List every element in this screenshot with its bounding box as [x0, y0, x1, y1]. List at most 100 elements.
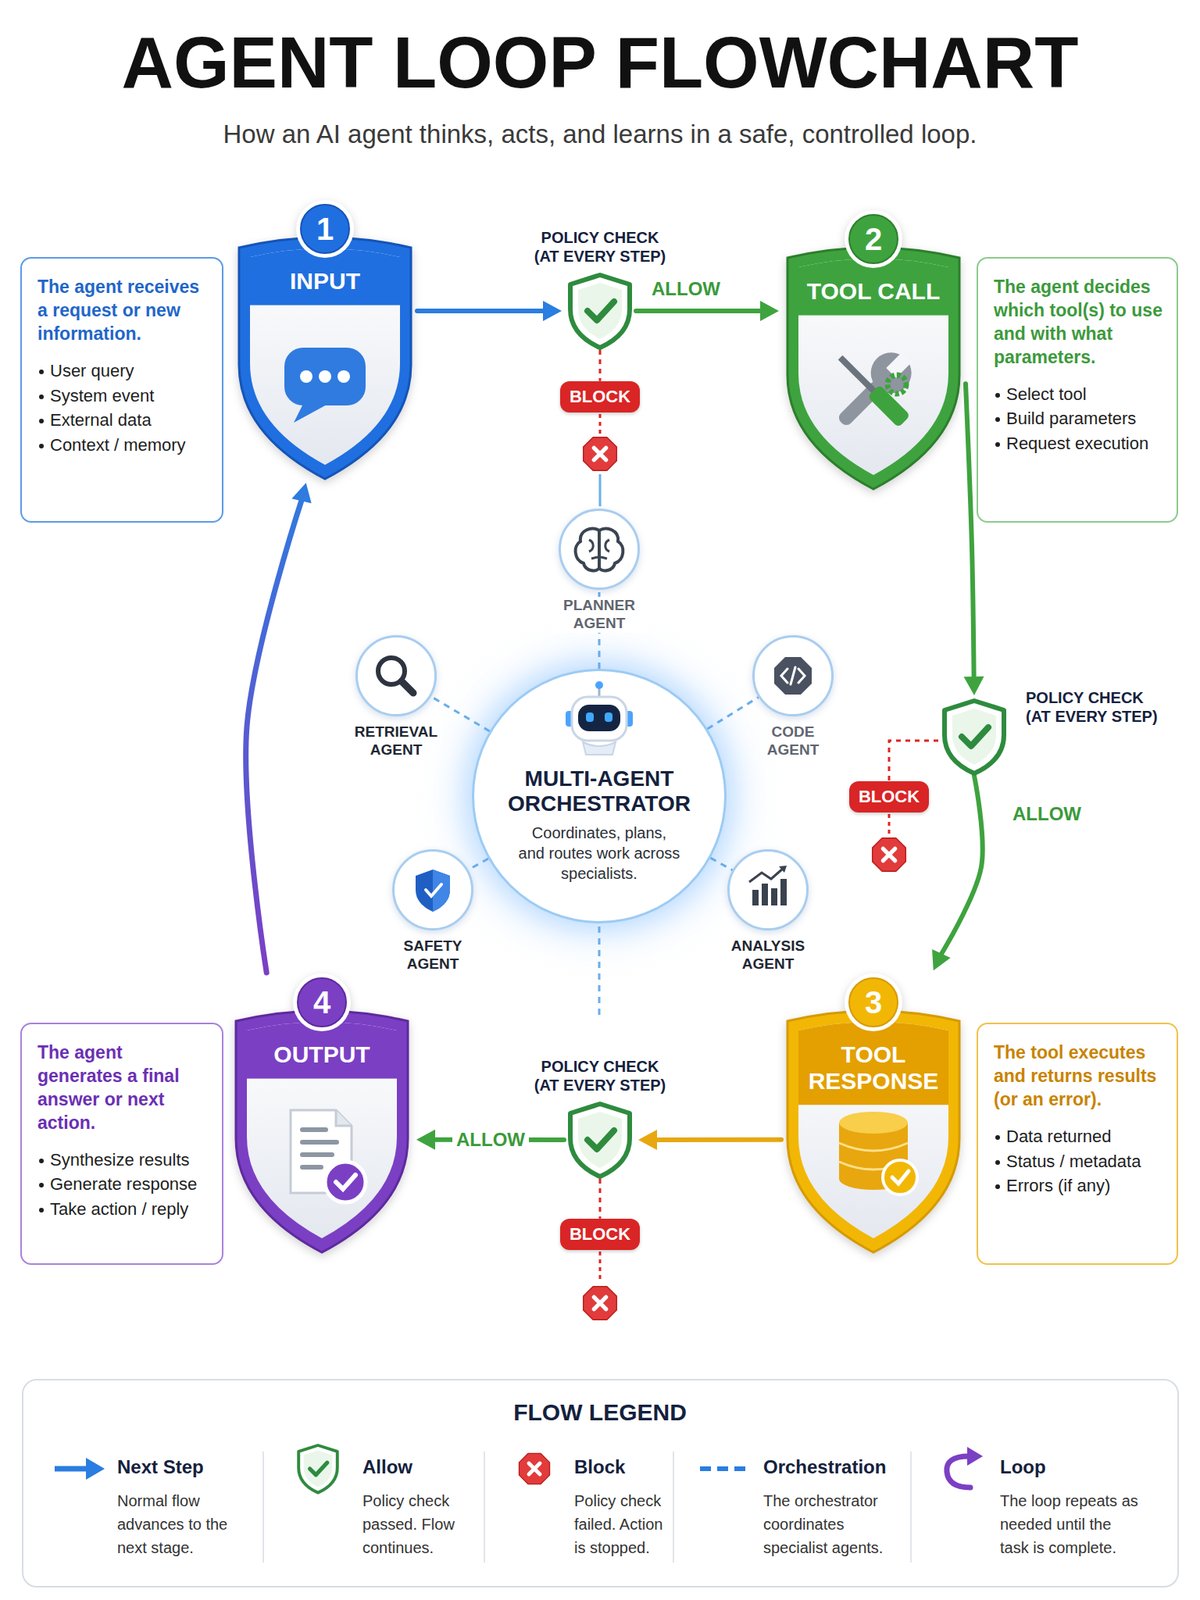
document-line	[300, 1127, 329, 1133]
agent-glyph	[575, 528, 624, 572]
document-line	[300, 1164, 324, 1170]
bullet-item: Generate response	[37, 1171, 210, 1197]
step-title: TOOL CALL	[801, 278, 946, 305]
legend-label: Allow	[362, 1456, 413, 1478]
badge-ring	[844, 210, 903, 268]
chart-bar	[771, 888, 778, 906]
chat-dot	[318, 370, 332, 383]
wrench	[827, 342, 923, 438]
arrow-head	[932, 949, 951, 971]
robot-head	[571, 696, 627, 741]
agent-icon	[727, 849, 809, 931]
badge-ring	[296, 200, 354, 258]
legend-arrow-head	[85, 1457, 105, 1480]
connector	[417, 300, 562, 322]
description-heading: The agent receives a request or new info…	[37, 275, 210, 347]
legend-entry: Allow	[362, 1456, 413, 1479]
description-box: The agent decides which tool(s) to use a…	[976, 257, 1179, 523]
chat-tail	[293, 400, 329, 423]
agent-label: CODE AGENT	[745, 723, 841, 760]
agent-icon	[392, 849, 474, 931]
connector-line	[710, 857, 733, 871]
connector-line	[246, 497, 303, 973]
connector-line	[707, 696, 758, 729]
bullet-item: Context / memory	[37, 432, 210, 458]
connector	[932, 775, 983, 971]
chart-trend	[749, 867, 784, 883]
planner-link	[599, 474, 602, 507]
brain-lobe	[575, 528, 600, 572]
edge-label: ALLOW	[452, 1128, 529, 1152]
diagram-caption: How an AI agent thinks, acts, and learns…	[0, 118, 1200, 150]
step-title: OUTPUT	[250, 1041, 394, 1068]
block-badge: BLOCK	[849, 781, 929, 813]
step-number: 1	[298, 202, 352, 256]
policy-check: POLICY CHECK (AT EVERY STEP)	[938, 697, 1011, 776]
chat-dot	[337, 370, 350, 383]
agent-label: PLANNER AGENT	[551, 596, 647, 633]
connector-line	[635, 308, 764, 314]
step-title: INPUT	[253, 267, 397, 295]
policy-shield-shape	[570, 1103, 630, 1177]
diagram-title: AGENT LOOP FLOWCHART	[0, 23, 1200, 103]
connector-line	[417, 308, 547, 314]
legend-arrow-line	[54, 1466, 91, 1472]
step-number: 4	[295, 975, 349, 1029]
legend-label: Loop	[1000, 1456, 1047, 1478]
policy-shield	[564, 1100, 636, 1179]
magnifier-handle	[401, 681, 414, 693]
screwdriver-shaft	[838, 355, 877, 394]
bullet-item: System event	[37, 383, 210, 409]
legend-description: Policy check failed. Action is stopped.	[574, 1489, 672, 1560]
block-badge: BLOCK	[560, 381, 640, 413]
specialist-agent: PLANNER AGENT	[558, 508, 640, 590]
legend-entry: Next Step	[117, 1456, 204, 1479]
bullet-item: Errors (if any)	[993, 1173, 1165, 1199]
shield-check	[425, 884, 442, 897]
agent-label: SAFETY AGENT	[385, 937, 481, 974]
step-icon	[839, 1111, 918, 1195]
block-badge: BLOCK	[560, 1218, 640, 1250]
connector	[600, 350, 601, 382]
agent-label: RETRIEVAL AGENT	[348, 723, 444, 760]
connector	[707, 696, 758, 729]
policy-label: POLICY CHECK (AT EVERY STEP)	[1025, 688, 1171, 726]
legend-divider	[672, 1451, 675, 1563]
orchestrator-circle: MULTI-AGENT ORCHESTRATORCoordinates, pla…	[471, 668, 727, 924]
step-icon	[290, 1110, 366, 1203]
arrow-head	[416, 1129, 436, 1150]
robot-eye	[604, 712, 613, 722]
bullet-item: Request execution	[993, 431, 1165, 457]
arrow-head	[760, 300, 779, 322]
arrow-head	[291, 482, 311, 504]
bullet-item: Synthesize results	[37, 1147, 210, 1173]
step-icon	[284, 347, 366, 423]
shield-icon	[415, 869, 450, 912]
connector	[635, 300, 779, 322]
block-leader	[888, 814, 891, 835]
agent-icon	[355, 635, 437, 717]
chart-trend-head	[778, 865, 787, 873]
badge-ring	[844, 973, 903, 1032]
agent-label: ANALYSIS AGENT	[720, 937, 816, 974]
legend-dash	[700, 1466, 711, 1472]
db-top	[839, 1111, 908, 1134]
legend-description: The loop repeats as needed until the tas…	[1000, 1489, 1141, 1560]
brain-lobe	[599, 528, 623, 572]
legend-loop-arrow	[946, 1456, 971, 1488]
legend-description: The orchestrator coordinates specialist …	[763, 1489, 904, 1560]
step-shield: 3TOOL RESPONSE	[781, 972, 966, 1254]
edge-label: ALLOW	[1008, 803, 1086, 826]
connector	[467, 858, 489, 870]
policy-shield	[564, 271, 636, 350]
legend-description: Policy check passed. Flow continues.	[362, 1489, 480, 1560]
connector-line	[467, 858, 489, 870]
shield-inner	[798, 258, 949, 475]
connector-line	[599, 350, 602, 382]
chart-bar	[761, 883, 768, 906]
block-icon	[583, 437, 618, 472]
connector	[600, 1178, 601, 1219]
connector	[431, 696, 490, 732]
step-number: 2	[846, 212, 900, 266]
